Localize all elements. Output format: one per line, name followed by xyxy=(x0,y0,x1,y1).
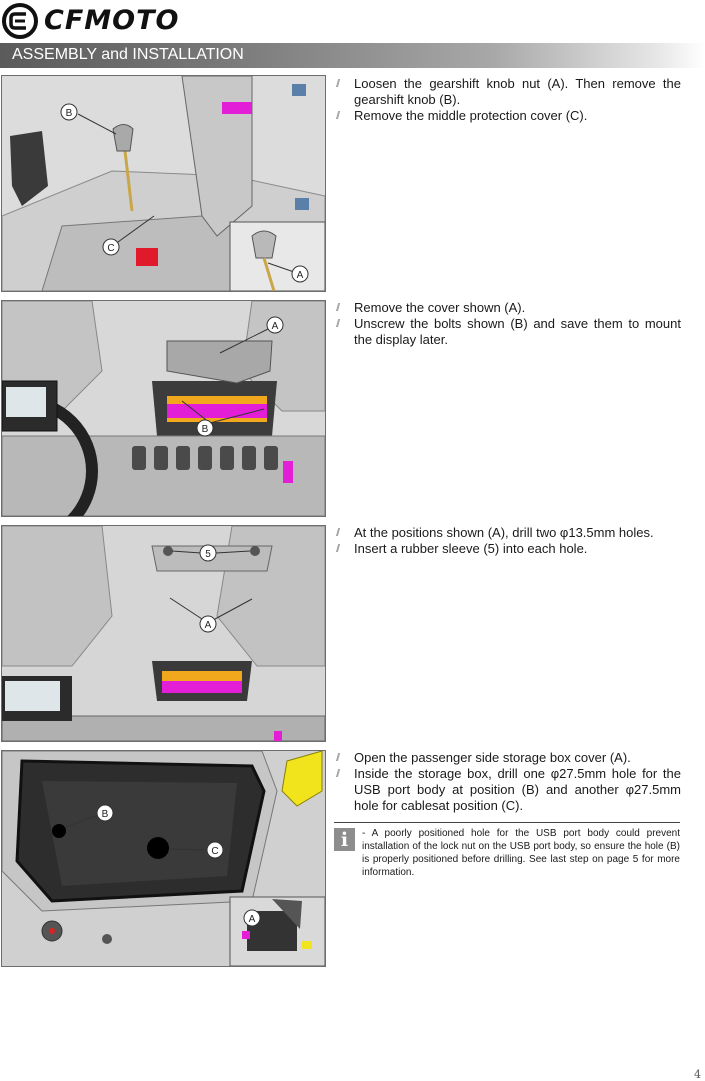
callout-5: 5 xyxy=(171,544,251,562)
callout-A: A xyxy=(243,909,281,928)
step-marker-icon: // xyxy=(336,78,340,90)
callout-C: C xyxy=(169,841,224,859)
step-marker-icon: // xyxy=(336,318,340,330)
step-marker-icon: // xyxy=(336,110,340,122)
callout-C: C xyxy=(102,215,155,256)
step-marker-icon: // xyxy=(336,527,340,539)
step4-item-2: //Inside the storage box, drill one φ27.… xyxy=(336,766,681,813)
svg-text:C: C xyxy=(211,846,218,857)
callout-A: A xyxy=(169,597,253,633)
step2-item-1: //Remove the cover shown (A). xyxy=(336,300,526,315)
step-marker-icon: // xyxy=(336,752,340,764)
note-divider xyxy=(334,822,680,823)
svg-text:B: B xyxy=(66,108,73,119)
step1-figure: B C A xyxy=(1,75,326,292)
step-marker-icon: // xyxy=(336,302,340,314)
cfmoto-emblem-icon xyxy=(2,3,38,39)
step1-item-1: //Loosen the gearshift knob nut (A). The… xyxy=(336,76,681,107)
callout-A: A xyxy=(267,262,309,283)
svg-text:B: B xyxy=(202,424,209,435)
step3-item-1: //At the positions shown (A), drill two … xyxy=(336,525,654,540)
page-number: 4 xyxy=(694,1068,701,1081)
svg-text:C: C xyxy=(107,243,114,254)
step2-item-2: //Unscrew the bolts shown (B) and save t… xyxy=(336,316,681,347)
callout-A: A xyxy=(219,316,284,354)
step1-instructions: //Loosen the gearshift knob nut (A). The… xyxy=(336,76,681,124)
step4-instructions: //Open the passenger side storage box co… xyxy=(336,750,681,814)
step3-instructions: //At the positions shown (A), drill two … xyxy=(336,525,681,557)
callout-B: B xyxy=(181,400,265,437)
svg-text:A: A xyxy=(249,914,256,925)
svg-text:A: A xyxy=(272,321,279,332)
callout-B: B xyxy=(60,103,117,135)
callout-B: B xyxy=(65,804,114,828)
step4-item-1: //Open the passenger side storage box co… xyxy=(336,750,631,765)
step3-figure: 5 A xyxy=(1,525,326,742)
brand-logo: CFMOTO xyxy=(0,2,190,40)
svg-text:A: A xyxy=(297,270,304,281)
step-marker-icon: // xyxy=(336,768,340,780)
info-icon: i xyxy=(334,828,355,851)
section-header: ASSEMBLY and INSTALLATION xyxy=(0,43,705,68)
step-marker-icon: // xyxy=(336,543,340,555)
step1-item-2: //Remove the middle protection cover (C)… xyxy=(336,108,588,123)
brand-name: CFMOTO xyxy=(44,5,180,36)
step4-figure: B C A xyxy=(1,750,326,967)
note-text: - A poorly positioned hole for the USB p… xyxy=(362,828,680,878)
svg-text:A: A xyxy=(205,620,212,631)
svg-text:5: 5 xyxy=(205,549,211,560)
step2-figure: A B xyxy=(1,300,326,517)
step3-item-2: //Insert a rubber sleeve (5) into each h… xyxy=(336,541,588,556)
step2-instructions: //Remove the cover shown (A). //Unscrew … xyxy=(336,300,681,348)
section-title: ASSEMBLY and INSTALLATION xyxy=(12,46,244,63)
svg-text:B: B xyxy=(102,809,109,820)
